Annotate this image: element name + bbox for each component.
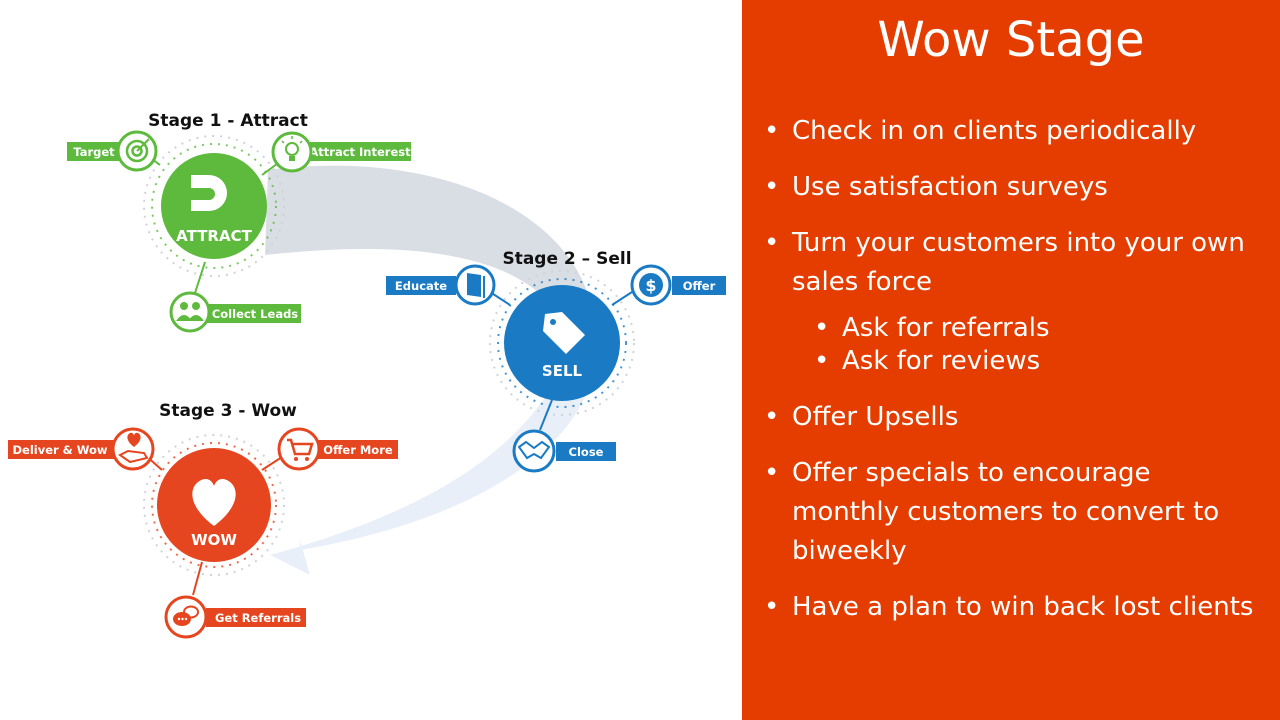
flow-arrow-attract-to-sell bbox=[265, 165, 590, 318]
educate-node-label: Educate bbox=[395, 279, 447, 293]
price-tag-icon bbox=[543, 312, 585, 354]
handshake-icon bbox=[517, 440, 551, 460]
stage-1-group: Stage 1 - Attract ATTRACT Target Attract… bbox=[67, 111, 411, 333]
list-item-sub: Ask for referrals bbox=[814, 309, 1262, 348]
stage-2-group: Stage 2 – Sell SELL Educate Offer $ Clo bbox=[386, 249, 726, 473]
cart-icon bbox=[287, 438, 314, 461]
list-item: Turn your customers into your own sales … bbox=[764, 224, 1262, 302]
offer-label-bg bbox=[672, 276, 726, 295]
stage-3-title: Stage 3 - Wow bbox=[159, 401, 297, 421]
list-item: Offer Upsells bbox=[764, 398, 1262, 437]
offer-node-label: Offer bbox=[683, 279, 716, 293]
lightbulb-icon bbox=[281, 136, 303, 161]
heart-icon bbox=[192, 479, 236, 526]
get-referrals-label-bg bbox=[206, 608, 306, 627]
close-node[interactable] bbox=[512, 429, 556, 473]
list-item: Use satisfaction surveys bbox=[764, 168, 1262, 207]
deliver-wow-node-label: Deliver & Wow bbox=[12, 443, 107, 457]
collect-leads-node-label: Collect Leads bbox=[212, 307, 298, 321]
stage-2-title: Stage 2 – Sell bbox=[502, 249, 631, 269]
collect-leads-label-bg bbox=[205, 304, 301, 323]
bullet-list: Check in on clients periodically Use sat… bbox=[764, 112, 1262, 644]
wow-stage-panel: Wow Stage Check in on clients periodical… bbox=[742, 0, 1280, 720]
attract-interest-node-label: Attract Interest bbox=[309, 145, 411, 159]
target-node-label: Target bbox=[73, 145, 115, 159]
collect-leads-node[interactable] bbox=[169, 291, 211, 333]
educate-label-bg bbox=[386, 276, 456, 295]
magnet-icon bbox=[191, 175, 227, 211]
close-label-bg bbox=[556, 442, 616, 461]
list-item: Offer specials to encourage monthly cust… bbox=[764, 454, 1262, 571]
attract-hub-label: ATTRACT bbox=[176, 227, 252, 245]
target-label-bg bbox=[67, 142, 123, 161]
people-icon bbox=[176, 302, 204, 321]
book-icon bbox=[467, 273, 485, 298]
list-item: Have a plan to win back lost clients bbox=[764, 588, 1262, 627]
svg-text:$: $ bbox=[645, 276, 656, 295]
dollar-icon: $ bbox=[639, 273, 663, 297]
sales-funnel-diagram: Stage 1 - Attract ATTRACT Target Attract… bbox=[8, 111, 726, 639]
sell-hub-label: SELL bbox=[542, 362, 583, 380]
panel-title: Wow Stage bbox=[877, 12, 1145, 68]
list-item: Check in on clients periodically bbox=[764, 112, 1262, 151]
get-referrals-node-label: Get Referrals bbox=[215, 611, 301, 625]
close-node-label: Close bbox=[569, 445, 604, 459]
list-item-sub: Ask for reviews bbox=[814, 342, 1262, 381]
offer-more-node[interactable] bbox=[277, 427, 321, 471]
deliver-wow-label-bg bbox=[8, 440, 114, 459]
stage-1-title: Stage 1 - Attract bbox=[148, 111, 308, 131]
wow-hub-label: WOW bbox=[191, 531, 237, 549]
stage-3-group: Stage 3 - Wow WOW Deliver & Wow Offer Mo… bbox=[8, 401, 398, 639]
attract-interest-label-bg bbox=[305, 142, 411, 161]
chat-bubble-icon bbox=[173, 605, 199, 626]
offer-more-node-label: Offer More bbox=[323, 443, 393, 457]
offer-more-label-bg bbox=[318, 440, 398, 459]
target-icon bbox=[125, 138, 150, 163]
heart-hand-icon bbox=[118, 432, 149, 464]
